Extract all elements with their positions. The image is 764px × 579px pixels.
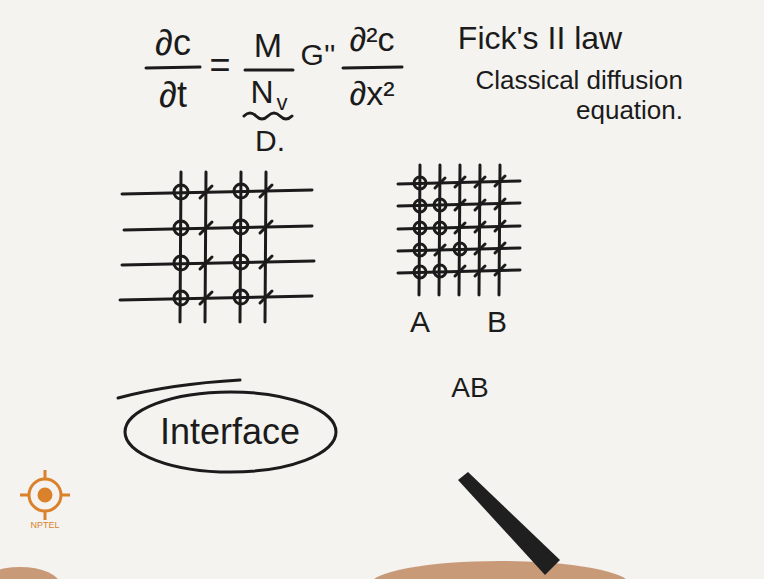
- sketch-stroke: [174, 221, 188, 235]
- sketch-stroke: [495, 199, 505, 209]
- sketch-stroke: [174, 185, 188, 199]
- sketch-stroke: [455, 200, 465, 210]
- sketch-stroke: [434, 265, 446, 277]
- sketch-stroke: [234, 290, 248, 304]
- lattice-left: [120, 172, 314, 322]
- handwritten-label: B: [487, 305, 507, 340]
- handwritten-label: NPTEL: [30, 520, 59, 530]
- sketch-stroke: [39, 489, 51, 501]
- nptel-logo: [20, 470, 70, 520]
- sketch-stroke: [245, 69, 293, 72]
- sketch-stroke: [499, 165, 500, 295]
- sketch-stroke: [419, 165, 420, 295]
- sketch-stroke: [495, 243, 505, 253]
- sketch-stroke: [0, 567, 60, 579]
- sketch-stroke: [343, 67, 402, 68]
- sketch-stroke: [234, 184, 248, 198]
- sketch-stroke: [174, 256, 188, 270]
- sketch-stroke: [414, 222, 426, 234]
- sketch-stroke: [260, 221, 272, 233]
- handwritten-label: v: [277, 90, 288, 115]
- handwritten-label: ∂c: [155, 22, 191, 63]
- sketch-stroke: [435, 178, 445, 188]
- sketch-stroke: [122, 190, 312, 194]
- sketch-stroke: [414, 266, 426, 278]
- handwritten-label: ∂t: [159, 74, 187, 115]
- underline-stroke: [118, 380, 240, 398]
- sketch-stroke: [200, 257, 212, 269]
- sketch-stroke: [414, 244, 426, 256]
- sketch-stroke: [454, 243, 466, 255]
- handwritten-label: D.: [255, 124, 285, 159]
- sketch-stroke: [475, 177, 485, 187]
- sketch-stroke: [20, 470, 70, 520]
- circled-word: Interface: [122, 389, 339, 475]
- sketch-stroke: [455, 223, 465, 233]
- sketch-stroke: [200, 186, 212, 198]
- handwritten-label: N: [250, 74, 273, 111]
- sketch-stroke: [234, 220, 248, 234]
- fraction-bars: [146, 67, 402, 70]
- sketch-stroke: [475, 200, 485, 210]
- sketch-stroke: [434, 222, 446, 234]
- sketch-stroke: [200, 222, 212, 234]
- sketch-stroke: [200, 292, 212, 304]
- sketch-stroke: [29, 479, 61, 511]
- handwritten-label: ∂x²: [349, 74, 394, 113]
- sketch-stroke: [146, 67, 200, 68]
- lattice-right: [398, 165, 520, 295]
- hand-and-marker: [0, 472, 630, 579]
- handwritten-label: AB: [451, 372, 488, 404]
- sketch-stroke: [475, 266, 485, 276]
- sketch-stroke: [414, 200, 426, 212]
- sketch-stroke: [475, 222, 485, 232]
- sketch-stroke: [458, 472, 560, 575]
- sketch-stroke: [260, 291, 272, 303]
- node-text: Interface: [122, 411, 339, 452]
- sketch-stroke: [234, 255, 248, 269]
- sketch-stroke: [260, 256, 272, 268]
- sketch-stroke: [495, 265, 505, 275]
- sketch-stroke: [435, 245, 445, 255]
- handwritten-label: ∂²c: [349, 20, 394, 59]
- handwritten-label: Classical diffusion equation.: [421, 66, 683, 126]
- sketch-stroke: [122, 261, 314, 265]
- sketch-stroke: [414, 177, 426, 189]
- handwritten-label: =: [209, 44, 230, 85]
- handwritten-label: A: [410, 305, 430, 340]
- sketch-stroke: [180, 172, 181, 322]
- sketch-stroke: [495, 176, 505, 186]
- sketch-stroke: [260, 185, 272, 197]
- sketch-stroke: [370, 561, 630, 579]
- sketch-stroke: [174, 291, 188, 305]
- sketch-stroke: [240, 172, 241, 322]
- sketch-stroke: [455, 266, 465, 276]
- sketch-stroke: [124, 226, 312, 230]
- sketch-stroke: [455, 177, 465, 187]
- sketch-stroke: [434, 199, 446, 211]
- handwritten-label: M: [254, 26, 282, 65]
- sketch-stroke: [475, 244, 485, 254]
- sketch-stroke: [120, 296, 312, 300]
- sketch-stroke: [495, 221, 505, 231]
- handwritten-label: G'': [301, 38, 336, 73]
- handwritten-label: Fick's II law: [458, 20, 622, 57]
